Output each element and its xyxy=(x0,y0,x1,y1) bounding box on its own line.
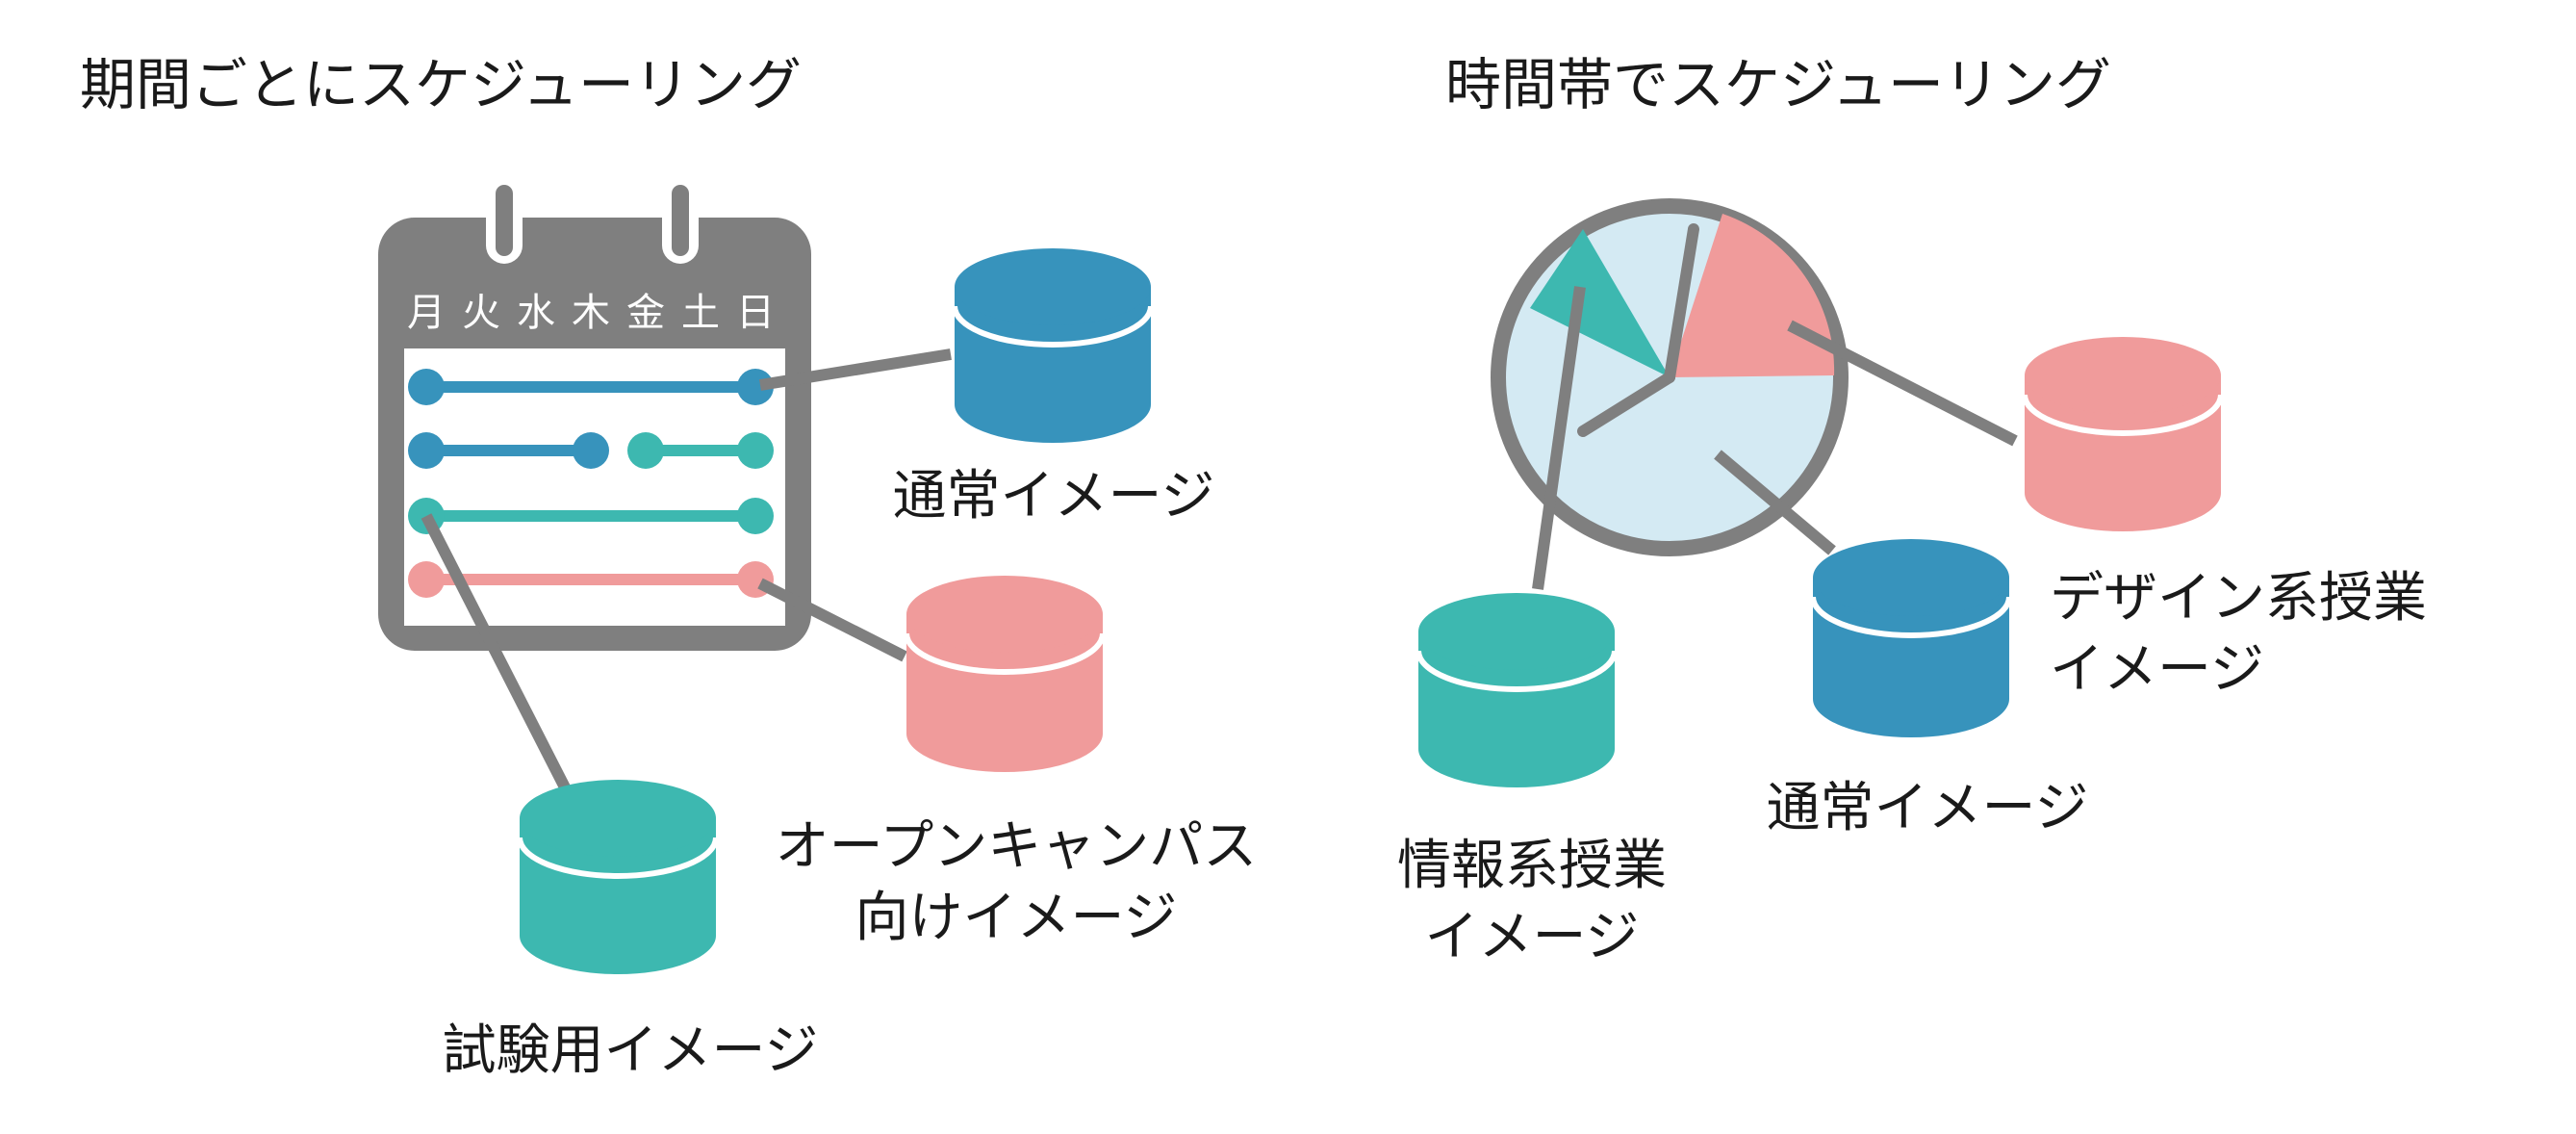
connector-normal-right xyxy=(1714,450,1836,555)
connector-design xyxy=(1787,320,2018,447)
period-scheduling-title: 期間ごとにスケジューリング xyxy=(80,52,802,117)
connector-exam xyxy=(421,513,571,790)
schedule-bar-normal-split xyxy=(408,432,609,469)
label-normal-image-right: 通常イメージ xyxy=(1767,777,2089,839)
label-exam-image: 試験用イメージ xyxy=(443,1019,819,1082)
weekday-tue: 火 xyxy=(462,291,500,335)
label-design-line2: イメージ xyxy=(2050,638,2264,701)
weekday-sun: 日 xyxy=(736,291,775,335)
label-open-campus-line2: 向けイメージ xyxy=(855,887,1178,949)
label-normal-image-left: 通常イメージ xyxy=(893,465,1215,528)
schedule-bar-exam-short xyxy=(627,432,774,469)
database-icon-normal-right xyxy=(1810,539,2012,737)
database-icon-normal xyxy=(952,248,1154,443)
label-info-line2: イメージ xyxy=(1425,906,1640,968)
weekday-thu: 木 xyxy=(572,291,610,335)
database-icon-exam xyxy=(517,780,719,974)
label-info-line1: 情報系授業 xyxy=(1397,835,1667,897)
label-open-campus-line1: オープンキャンパス xyxy=(776,815,1258,878)
weekday-sat: 土 xyxy=(681,291,720,335)
connector-open-campus xyxy=(757,578,907,662)
database-icon-design xyxy=(2022,337,2224,531)
calendar-weekdays: 月 火 水 木 金 土 日 xyxy=(407,291,775,335)
database-icon-info xyxy=(1416,593,1618,787)
weekday-mon: 月 xyxy=(407,291,446,335)
weekday-wed: 水 xyxy=(517,291,555,335)
database-icon-open-campus xyxy=(904,576,1106,772)
connector-normal xyxy=(759,348,952,391)
weekday-fri: 金 xyxy=(626,291,665,335)
time-scheduling-title: 時間帯でスケジューリング xyxy=(1445,52,2111,117)
schedule-bar-normal xyxy=(408,369,774,405)
connector-info xyxy=(1532,286,1586,590)
label-design-line1: デザイン系授業 xyxy=(2050,567,2427,630)
